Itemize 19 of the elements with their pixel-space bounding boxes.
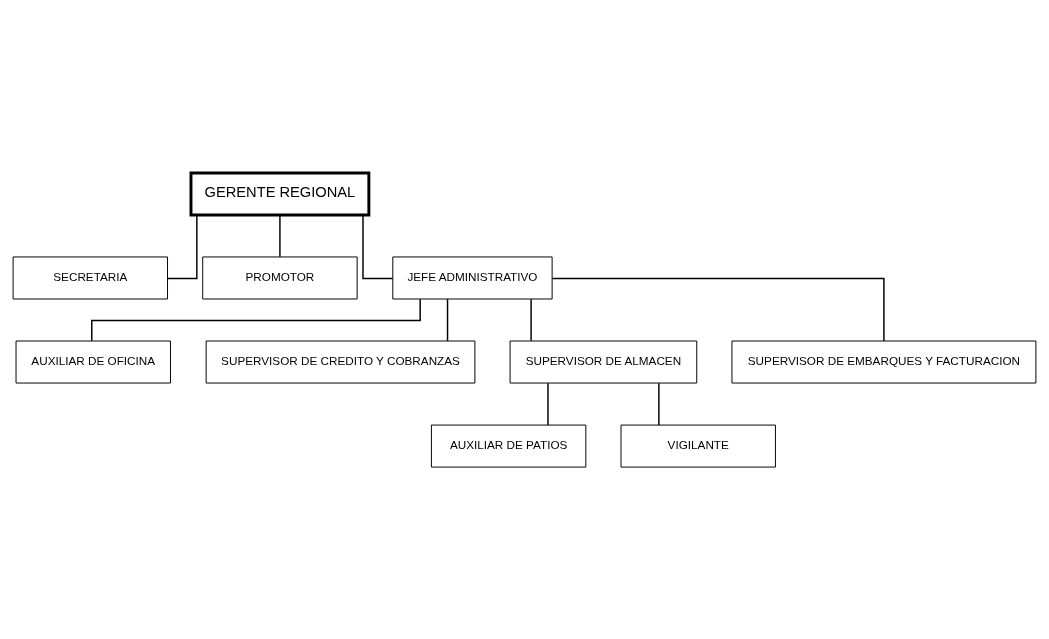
connector [547,382,549,426]
node-box: GERENTE REGIONAL [189,170,371,216]
connector [446,297,449,342]
node-box: SECRETARIA [12,255,168,299]
connector [530,297,532,342]
node-box: JEFE ADMINISTRATIVO [392,255,553,299]
node-box: AUXILIAR DE PATIOS [430,424,587,468]
connector [362,214,394,279]
node-box: SUPERVISOR DE CREDITO Y COBRANZAS [205,340,476,384]
connector [167,214,198,279]
node-box: PROMOTOR [202,255,358,299]
connector [91,298,421,341]
node-box: SUPERVISOR DE EMBARQUES Y FACTURACION [731,340,1037,384]
node-box: SUPERVISOR DE ALMACEN [509,340,698,384]
node-box: AUXILIAR DE OFICINA [15,340,171,384]
connector [279,213,281,257]
node-box: VIGILANTE [620,424,776,468]
connector [658,382,660,426]
connector [551,277,885,342]
